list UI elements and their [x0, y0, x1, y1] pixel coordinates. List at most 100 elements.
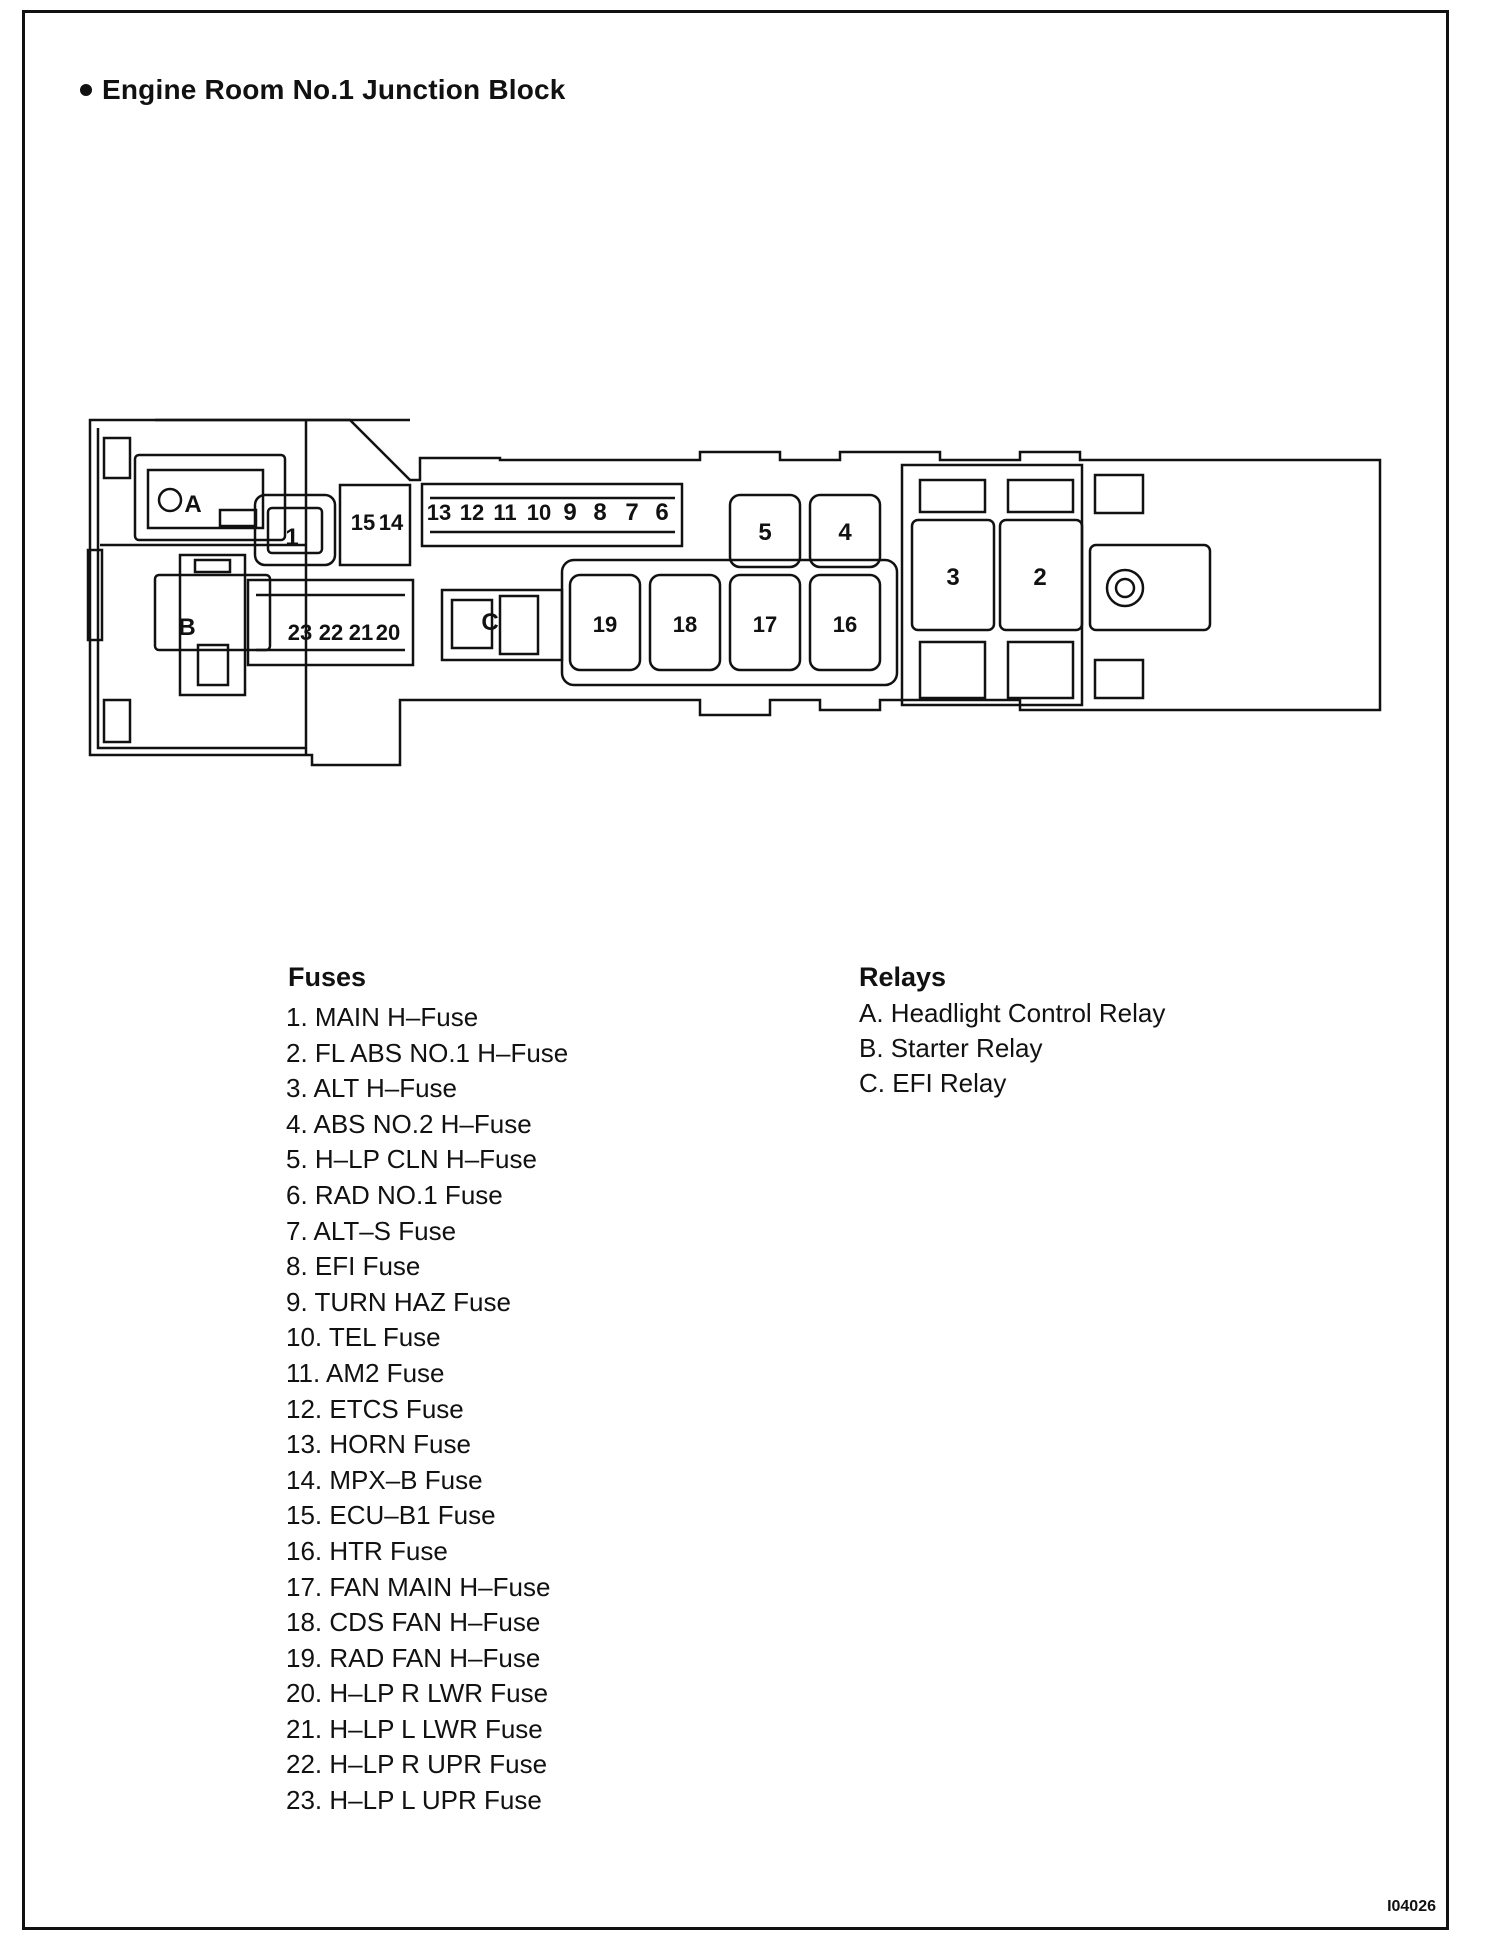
left-latch [86, 548, 104, 642]
right-vent-top [1093, 473, 1145, 515]
fuse-3-label: 3 [946, 564, 959, 591]
left-vent-bottom [102, 698, 132, 744]
fuses-heading: Fuses [288, 962, 367, 992]
fuse-list-item: 18. CDS FAN H–Fuse [286, 1607, 541, 1638]
fuse-list-item: 8. EFI Fuse [286, 1251, 421, 1282]
fuse-list-item: 9. TURN HAZ Fuse [286, 1286, 511, 1317]
fuse-list-item: 23. H–LP L UPR Fuse [286, 1785, 542, 1816]
fuse-list-item: 20. H–LP R LWR Fuse [286, 1678, 549, 1709]
relays-heading: Relays [859, 962, 947, 992]
fuse-4-label: 4 [838, 519, 852, 546]
relay-c-body [450, 598, 494, 650]
fuse-list-item: 12. ETCS Fuse [286, 1393, 464, 1424]
fuse-1-socket [253, 493, 337, 567]
fuse-list-item: 2. FL ABS NO.1 H–Fuse [286, 1037, 569, 1068]
relay-c-label: C [481, 609, 498, 636]
fuse-list-item: 3. ALT H–Fuse [286, 1073, 458, 1104]
relay-a-body [146, 468, 265, 530]
fuse-3-clip-bottom [918, 640, 987, 700]
fuse-list-item: 4. ABS NO.2 H–Fuse [286, 1108, 532, 1139]
terminal-stud-inner [1114, 577, 1136, 599]
housing-outline [88, 418, 1382, 767]
fuse-list-item: 7. ALT–S Fuse [286, 1215, 457, 1246]
fuse-2-label: 2 [1033, 564, 1046, 591]
fuse-list-item: 15. ECU–B1 Fuse [286, 1500, 496, 1531]
fuse-9-label: 9 [563, 499, 576, 526]
fuse-19-label: 19 [593, 612, 617, 637]
figure-code: I04026 [1387, 1898, 1436, 1915]
relay-c-terminals [498, 594, 540, 656]
fuse-17-label: 17 [753, 612, 777, 637]
fuse-1-body [266, 506, 324, 555]
relay-a-socket [133, 453, 287, 542]
right-vent-bottom [1093, 658, 1145, 700]
fuse-13-label: 13 [427, 500, 451, 525]
fuse-2-clip-bottom [1006, 640, 1075, 700]
fuse-list-item: 6. RAD NO.1 Fuse [286, 1179, 503, 1210]
terminal-stud [1105, 568, 1145, 608]
fuse-list-item: 14. MPX–B Fuse [286, 1464, 483, 1495]
relay-b-pin-2 [196, 643, 230, 687]
fuse-8-label: 8 [593, 499, 606, 526]
relay-list-item: C. EFI Relay [859, 1068, 1007, 1098]
fuse-14-label: 14 [379, 510, 404, 535]
fuse-list-item: 1. MAIN H–Fuse [286, 1002, 479, 1032]
housing-inner-line [96, 428, 306, 750]
fuse-list-item: 5. H–LP CLN H–Fuse [286, 1144, 537, 1175]
fuse-12-label: 12 [460, 500, 484, 525]
fuse-10-label: 10 [527, 500, 551, 525]
fuse-list-item: 11. AM2 Fuse [286, 1357, 445, 1388]
fuse-2-socket [998, 518, 1084, 632]
relay-a-hole [157, 487, 183, 513]
fuse-list-item: 17. FAN MAIN H–Fuse [286, 1571, 551, 1602]
large-fuse-bay [900, 463, 1084, 707]
relay-a-label: A [184, 491, 201, 518]
page-title-text: Engine Room No.1 Junction Block [102, 74, 566, 105]
right-terminal-block [1088, 543, 1212, 632]
relay-b-label: B [178, 614, 195, 641]
fuse-17-socket [728, 573, 802, 672]
fuse-23-label: 23 [288, 620, 312, 645]
fuse-3-clip-top [918, 478, 987, 514]
page-title: Engine Room No.1 Junction Block [80, 74, 566, 106]
fuse-1-label: 1 [285, 524, 298, 551]
fuse-7-label: 7 [625, 499, 638, 526]
fuse-list-item: 16. HTR Fuse [286, 1535, 448, 1566]
mini-fuse-20-23-socket [246, 578, 415, 667]
fuse-19-socket [568, 573, 642, 672]
fuse-list: 1. MAIN H–Fuse 2. FL ABS NO.1 H–Fuse 3. AL… [286, 1000, 568, 1819]
fuse-14-15-socket [338, 483, 412, 567]
fuse-11-label: 11 [493, 500, 516, 525]
fuse-15-label: 15 [351, 510, 375, 535]
bullet-icon [80, 83, 92, 96]
fuse-22-label: 22 [319, 620, 343, 645]
relay-list: A. Headlight Control Relay B. Starter Rel… [859, 996, 1165, 1101]
fuse-5-socket [728, 493, 802, 569]
page-frame [22, 10, 1449, 1930]
fuse-5-label: 5 [758, 519, 771, 546]
fuse-list-item: 10. TEL Fuse [286, 1322, 441, 1353]
relay-list-item: A. Headlight Control Relay [859, 998, 1166, 1028]
fuse-20-label: 20 [376, 620, 400, 645]
relay-b-socket [153, 573, 272, 652]
fuse-21-label: 21 [349, 620, 373, 645]
fuse-list-item: 22. H–LP R UPR Fuse [286, 1749, 548, 1780]
fuse-2-clip-top [1006, 478, 1075, 514]
fuse-4-socket [808, 493, 882, 569]
fuse-6-label: 6 [655, 499, 668, 526]
fuse-list-item: 19. RAD FAN H–Fuse [286, 1642, 541, 1673]
fuse-16-socket [808, 573, 882, 672]
fuse-6-13-socket [420, 482, 684, 548]
relay-list-item: B. Starter Relay [859, 1033, 1043, 1063]
fuse-list-item: 21. H–LP L LWR Fuse [286, 1713, 543, 1744]
relay-a-pin [218, 508, 258, 528]
relay-b-pin [193, 558, 232, 574]
fuse-18-label: 18 [673, 612, 697, 637]
left-vent-top [102, 436, 132, 480]
fuse-list-item: 13. HORN Fuse [286, 1429, 471, 1460]
relay-b-body [178, 553, 247, 697]
fuse-16-label: 16 [833, 612, 857, 637]
fuse-18-socket [648, 573, 722, 672]
fuse-3-socket [910, 518, 996, 632]
